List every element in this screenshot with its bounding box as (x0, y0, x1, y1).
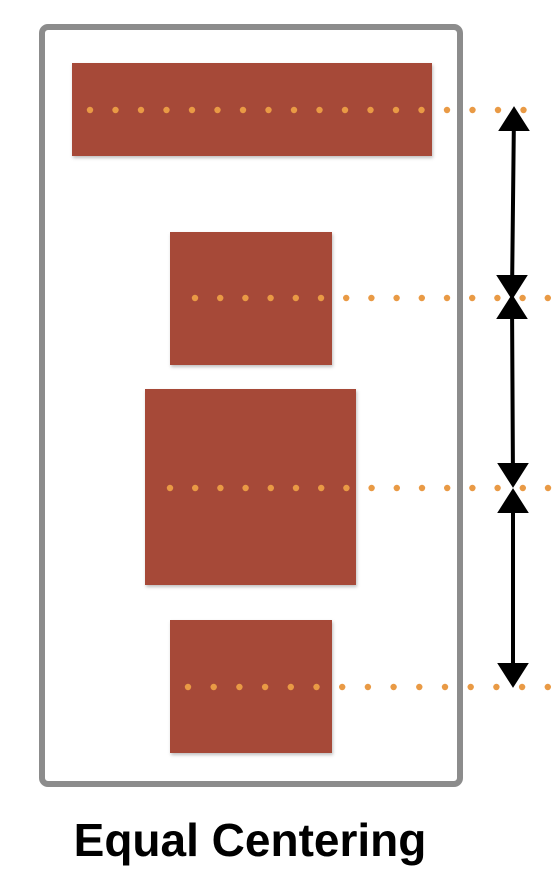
guide-dot (188, 106, 196, 114)
guide-line-2 (191, 294, 551, 302)
guide-dot (368, 294, 375, 302)
guide-dot (443, 294, 451, 302)
spacing-arrow-3-head-up (497, 488, 529, 513)
guide-dot (441, 683, 449, 691)
guide-dot (313, 683, 320, 691)
guide-dot (236, 683, 243, 691)
guide-dot (86, 106, 94, 114)
guide-line-1 (86, 106, 527, 114)
guide-dot (343, 484, 350, 492)
guide-dot (544, 294, 551, 302)
guide-dot (339, 683, 346, 691)
guide-dot (518, 683, 526, 691)
guide-dot (494, 484, 501, 492)
guide-dot (469, 484, 476, 492)
guide-dot (469, 294, 476, 302)
guide-line-3 (166, 484, 552, 492)
spacing-arrow-1-head-down (496, 275, 528, 300)
guide-dot (418, 106, 425, 114)
guide-dot (239, 106, 247, 114)
block-1 (72, 63, 432, 156)
guide-dot (292, 484, 300, 492)
guide-dot (316, 106, 323, 114)
guide-dot (544, 484, 552, 492)
guide-dot (519, 484, 526, 492)
guide-dot (544, 683, 551, 691)
spacing-arrow-3-head-down (497, 663, 529, 688)
guide-dot (137, 106, 145, 114)
block-3 (145, 389, 356, 585)
guide-dot (494, 106, 502, 114)
guide-dot (519, 294, 526, 302)
guide-dot (166, 484, 174, 492)
block-4 (170, 620, 332, 753)
guide-dot (469, 106, 476, 114)
spacing-arrow-1-line (510, 110, 516, 296)
guide-dot (287, 683, 294, 691)
spacing-arrow-2-line (510, 298, 515, 484)
guide-dot (444, 484, 451, 492)
guide-dot (494, 294, 501, 302)
guide-dot (393, 294, 400, 302)
guide-dot (217, 484, 224, 492)
spacing-arrow-1-head-up (498, 106, 530, 131)
guide-dot (467, 683, 474, 691)
guide-dot (265, 106, 272, 114)
guide-dot (392, 106, 400, 114)
guide-dot (242, 294, 249, 302)
guide-dot (520, 106, 527, 114)
guide-dot (192, 484, 199, 492)
guide-dot (364, 683, 372, 691)
guide-dot (317, 294, 325, 302)
guide-dot (341, 106, 349, 114)
guide-dot (267, 484, 274, 492)
guide-dot (418, 294, 425, 302)
guide-dot (318, 484, 325, 492)
guide-dot (242, 484, 249, 492)
spacing-arrows (496, 106, 530, 688)
guide-dot (261, 683, 269, 691)
guide-dot (163, 106, 170, 114)
guide-dot (184, 683, 192, 691)
guide-dot (416, 683, 423, 691)
guide-dot (214, 106, 221, 114)
guide-dot (493, 683, 500, 691)
guide-dot (443, 106, 451, 114)
guide-line-4 (184, 683, 551, 691)
center-guides (86, 106, 552, 691)
guide-dot (292, 294, 299, 302)
guide-dot (418, 484, 426, 492)
spacing-arrow-2-head-down (497, 463, 529, 488)
guide-dot (290, 106, 298, 114)
spacing-arrow-2-head-up (496, 294, 528, 319)
guide-dot (267, 294, 274, 302)
guide-dot (112, 106, 119, 114)
guide-dot (367, 106, 374, 114)
guide-dot (210, 683, 217, 691)
guide-dot (368, 484, 375, 492)
guide-dot (393, 484, 400, 492)
guide-dot (343, 294, 350, 302)
guide-dot (217, 294, 224, 302)
diagram-caption: Equal Centering (73, 814, 427, 866)
guide-dot (191, 294, 199, 302)
guide-dot (390, 683, 397, 691)
